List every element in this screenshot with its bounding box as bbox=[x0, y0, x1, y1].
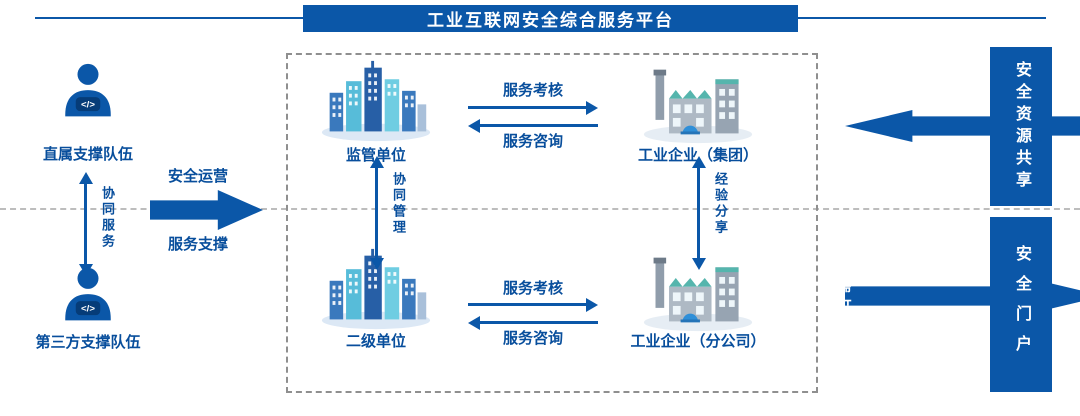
collab-management-label: 协同管理 bbox=[391, 172, 406, 236]
bottom-consult-label: 服务咨询 bbox=[502, 330, 563, 347]
experience-share-label: 经验分享 bbox=[713, 172, 728, 236]
team-collaboration-label: 协同服务 bbox=[100, 186, 115, 250]
factory-icon-group bbox=[640, 60, 756, 145]
team-collaboration-arrow bbox=[78, 172, 93, 276]
top-consult-label: 服务咨询 bbox=[502, 133, 563, 150]
top-assessment-arrow bbox=[468, 100, 598, 115]
service-flow-arrow bbox=[150, 190, 263, 230]
top-consult-arrow bbox=[468, 118, 598, 133]
city-icon-supervisor bbox=[318, 58, 434, 143]
platform-boundary-box bbox=[286, 53, 818, 393]
title-banner: 工业互联网安全综合服务平台 bbox=[303, 5, 798, 32]
tier-divider-line bbox=[0, 208, 1080, 210]
bottom-assessment-label: 服务考核 bbox=[502, 280, 563, 297]
top-assessment-label: 服务考核 bbox=[502, 82, 563, 99]
bottom-assessment-arrow bbox=[468, 297, 598, 312]
supervisor-unit-label: 监管单位 bbox=[318, 147, 434, 165]
security-portal-box: 安全门户 bbox=[990, 217, 1052, 392]
thirdparty-team-label: 第三方支撑队伍 bbox=[35, 334, 141, 351]
security-ops-label: 安全运营 bbox=[167, 168, 228, 185]
experience-share-arrow bbox=[691, 156, 706, 270]
direct-team-label: 直属支撑队伍 bbox=[42, 146, 133, 163]
service-support-label: 服务支撑 bbox=[167, 236, 228, 253]
thirdparty-support-team-icon bbox=[60, 264, 116, 326]
enterprise-group-label: 工业企业（集团） bbox=[618, 147, 778, 165]
collab-management-arrow bbox=[369, 156, 384, 270]
security-resource-box: 安全资源共享 bbox=[990, 47, 1052, 206]
enterprise-branch-label: 工业企业（分公司） bbox=[630, 333, 766, 350]
subscribe-arrow-label: 按需订阅 bbox=[837, 258, 853, 334]
bottom-consult-arrow bbox=[468, 315, 598, 330]
secondary-unit-label: 二级单位 bbox=[345, 333, 406, 350]
page-title: 工业互联网安全综合服务平台 bbox=[427, 11, 674, 30]
title-rule-left bbox=[35, 17, 303, 19]
title-rule-right bbox=[798, 17, 1046, 19]
direct-support-team-icon bbox=[60, 60, 116, 122]
